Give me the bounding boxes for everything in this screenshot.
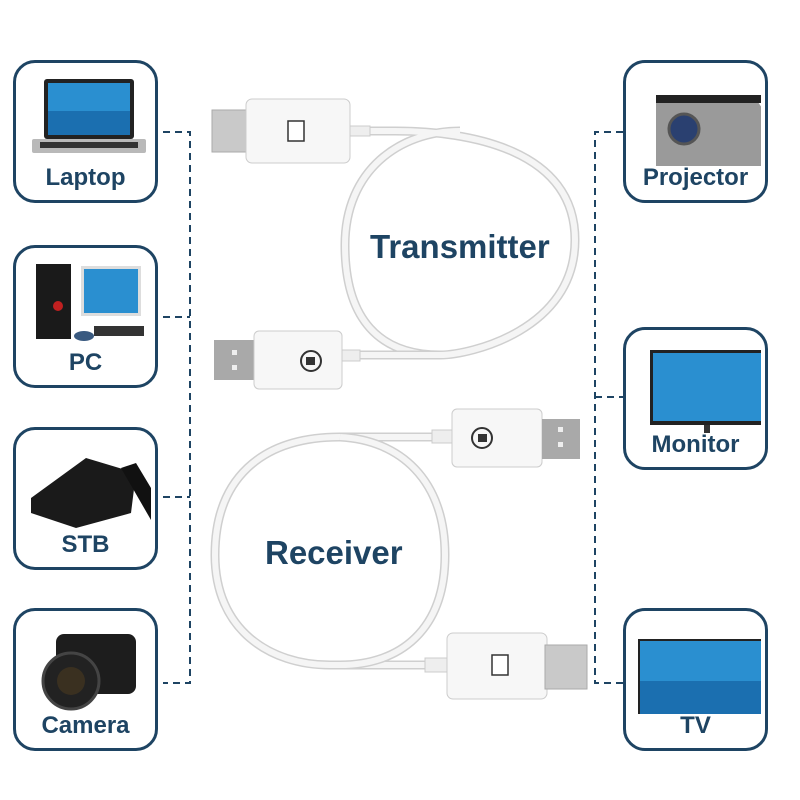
device-label: Projector [642, 164, 749, 191]
laptop-icon [32, 79, 146, 153]
tv-icon [638, 639, 761, 714]
receiver-usb-connector [431, 408, 580, 468]
device-label: Monitor [651, 431, 740, 458]
receiver-hdmi-connector [424, 632, 588, 700]
device-card-projector: Projector [623, 60, 768, 203]
device-card-stb: STB [13, 427, 158, 570]
device-label: Camera [41, 712, 130, 739]
device-label: PC [68, 349, 103, 376]
device-card-camera: Camera [13, 608, 158, 751]
receiver-cable [210, 432, 450, 670]
projector-icon [656, 95, 761, 166]
device-card-pc: PC [13, 245, 158, 388]
device-card-monitor: Monitor [623, 327, 768, 470]
transmitter-cable [340, 126, 580, 360]
transmitter-usb-connector [214, 330, 361, 390]
power-plug-icon [300, 350, 322, 372]
device-label: TV [680, 712, 711, 739]
camera-icon [41, 634, 136, 711]
right-connector-line [594, 131, 623, 684]
power-plug-icon [471, 427, 493, 449]
set-top-box-icon [31, 458, 151, 528]
device-card-tv: TV [623, 608, 768, 751]
device-card-laptop: Laptop [13, 60, 158, 203]
transmitter-label: Transmitter [370, 228, 550, 265]
display-icon [491, 654, 509, 676]
device-label: STB [61, 531, 110, 558]
monitor-icon [650, 350, 761, 433]
left-connector-line [163, 131, 191, 684]
display-icon [287, 120, 305, 142]
pc-icon [36, 264, 144, 341]
device-label: Laptop [45, 164, 126, 191]
transmitter-hdmi-connector [211, 98, 371, 164]
receiver-label: Receiver [265, 534, 403, 571]
